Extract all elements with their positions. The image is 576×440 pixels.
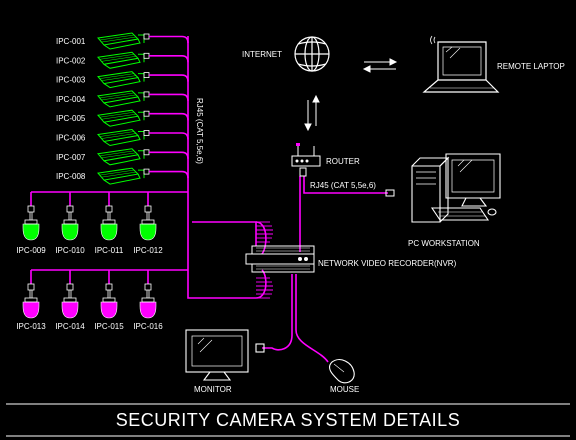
bullet-camera-label: IPC-003 <box>56 76 86 85</box>
dome-camera-label: IPC-009 <box>16 246 46 255</box>
pc-workstation-label: PC WORKSTATION <box>408 239 480 248</box>
monitor-icon <box>185 329 265 381</box>
bullet-camera-connector <box>143 130 150 136</box>
remote-laptop-label: REMOTE LAPTOP <box>497 62 565 71</box>
dome-camera-label: IPC-013 <box>16 322 46 331</box>
dome-camera-icon <box>22 283 40 319</box>
internet-label: INTERNET <box>242 50 282 59</box>
dome-camera-label: IPC-011 <box>95 246 124 255</box>
mouse-icon <box>329 359 355 384</box>
nvr-label: NETWORK VIDEO RECORDER(NVR) <box>318 259 457 268</box>
bullet-camera: IPC-002 <box>56 51 189 69</box>
bullet-camera-cable <box>149 170 189 179</box>
pc-network-connector <box>385 189 395 197</box>
dome-camera: IPC-013 <box>16 270 46 331</box>
cable-label-router: RJ45 (CAT 5,5e,6) <box>310 181 376 190</box>
wifi-icon <box>430 35 436 45</box>
bullet-camera-connector <box>143 149 150 156</box>
bullet-camera-connector <box>143 110 150 117</box>
dome-camera: IPC-009 <box>16 192 46 255</box>
bullet-camera-cable <box>149 93 189 101</box>
bullet-camera-cable <box>149 112 189 121</box>
bullet-camera-icon <box>97 32 145 50</box>
laptop-icon <box>422 41 500 93</box>
dome-camera-label: IPC-015 <box>94 322 124 331</box>
bullet-camera-cable <box>149 35 189 44</box>
bullet-camera-label: IPC-006 <box>56 134 86 143</box>
dome-camera: IPC-014 <box>55 270 85 331</box>
bullet-camera-group: IPC-001IPC-002IPC-003IPC-004IPC-005IPC-0… <box>56 32 189 185</box>
bullet-camera-cable <box>149 151 189 159</box>
dome-camera-icon <box>61 205 79 241</box>
dome-camera-label: IPC-012 <box>133 246 163 255</box>
bullet-camera-icon <box>97 167 145 185</box>
dome-camera-icon <box>100 205 118 241</box>
diagram-title: SECURITY CAMERA SYSTEM DETAILS <box>116 410 460 430</box>
bullet-camera-icon <box>97 51 145 69</box>
bullet-camera-cable <box>149 55 189 63</box>
dome-camera-icon <box>100 283 118 319</box>
bullet-camera: IPC-005 <box>56 109 189 127</box>
bullet-camera-label: IPC-007 <box>56 153 86 162</box>
bullet-camera: IPC-001 <box>56 32 189 50</box>
bullet-camera-connector <box>143 72 150 78</box>
cable-label-vertical: RJ45 (CAT 5,5e,6) <box>195 98 204 164</box>
bullet-camera: IPC-004 <box>56 90 189 108</box>
dome-camera-icon <box>139 283 157 319</box>
dome-camera: IPC-016 <box>133 270 163 331</box>
router-connector <box>299 167 307 177</box>
dome-camera: IPC-010 <box>55 192 85 255</box>
router-icon <box>291 143 321 167</box>
dome-camera-label: IPC-014 <box>55 322 85 331</box>
bullet-camera-connector <box>143 168 150 175</box>
internet-globe-icon <box>294 36 330 72</box>
nvr-icon <box>245 245 315 273</box>
dome-camera-icon <box>139 205 157 241</box>
dome-camera-icon <box>61 283 79 319</box>
bullet-camera-icon <box>97 90 145 108</box>
bullet-camera-connector <box>143 33 150 40</box>
bullet-camera-label: IPC-004 <box>56 95 86 104</box>
vertical-arrows-icon <box>304 94 320 132</box>
bullet-camera-cable <box>149 132 189 140</box>
monitor-label: MONITOR <box>194 385 232 394</box>
bullet-camera-icon <box>97 109 145 127</box>
router-label: ROUTER <box>326 157 360 166</box>
bullet-camera-label: IPC-005 <box>56 114 86 123</box>
bullet-camera: IPC-007 <box>56 148 189 166</box>
bullet-camera-icon <box>97 128 145 147</box>
bullet-camera-connector <box>143 91 150 98</box>
pc-workstation-icon <box>411 153 501 223</box>
bullet-camera-cable <box>149 74 189 82</box>
mouse-label: MOUSE <box>330 385 359 394</box>
bullet-camera-icon <box>97 71 145 89</box>
bullet-camera-label: IPC-008 <box>56 172 86 181</box>
dome-camera-label: IPC-010 <box>55 246 85 255</box>
dome-camera: IPC-011 <box>95 192 124 255</box>
cable-network <box>31 36 388 363</box>
bullet-camera: IPC-008 <box>56 167 189 185</box>
bullet-camera-connector <box>143 52 150 59</box>
bullet-camera: IPC-003 <box>56 71 189 89</box>
bullet-camera-label: IPC-002 <box>56 56 86 65</box>
nvr-cable-bundle <box>256 221 273 299</box>
dome-camera-label: IPC-016 <box>133 322 163 331</box>
exchange-arrows-icon <box>362 58 398 73</box>
bullet-camera-label: IPC-001 <box>56 37 86 46</box>
dome-camera: IPC-012 <box>133 192 163 255</box>
dome-camera: IPC-015 <box>94 270 124 331</box>
dome-camera-icon <box>22 205 40 241</box>
bullet-camera: IPC-006 <box>56 128 189 147</box>
bullet-camera-icon <box>97 148 145 166</box>
